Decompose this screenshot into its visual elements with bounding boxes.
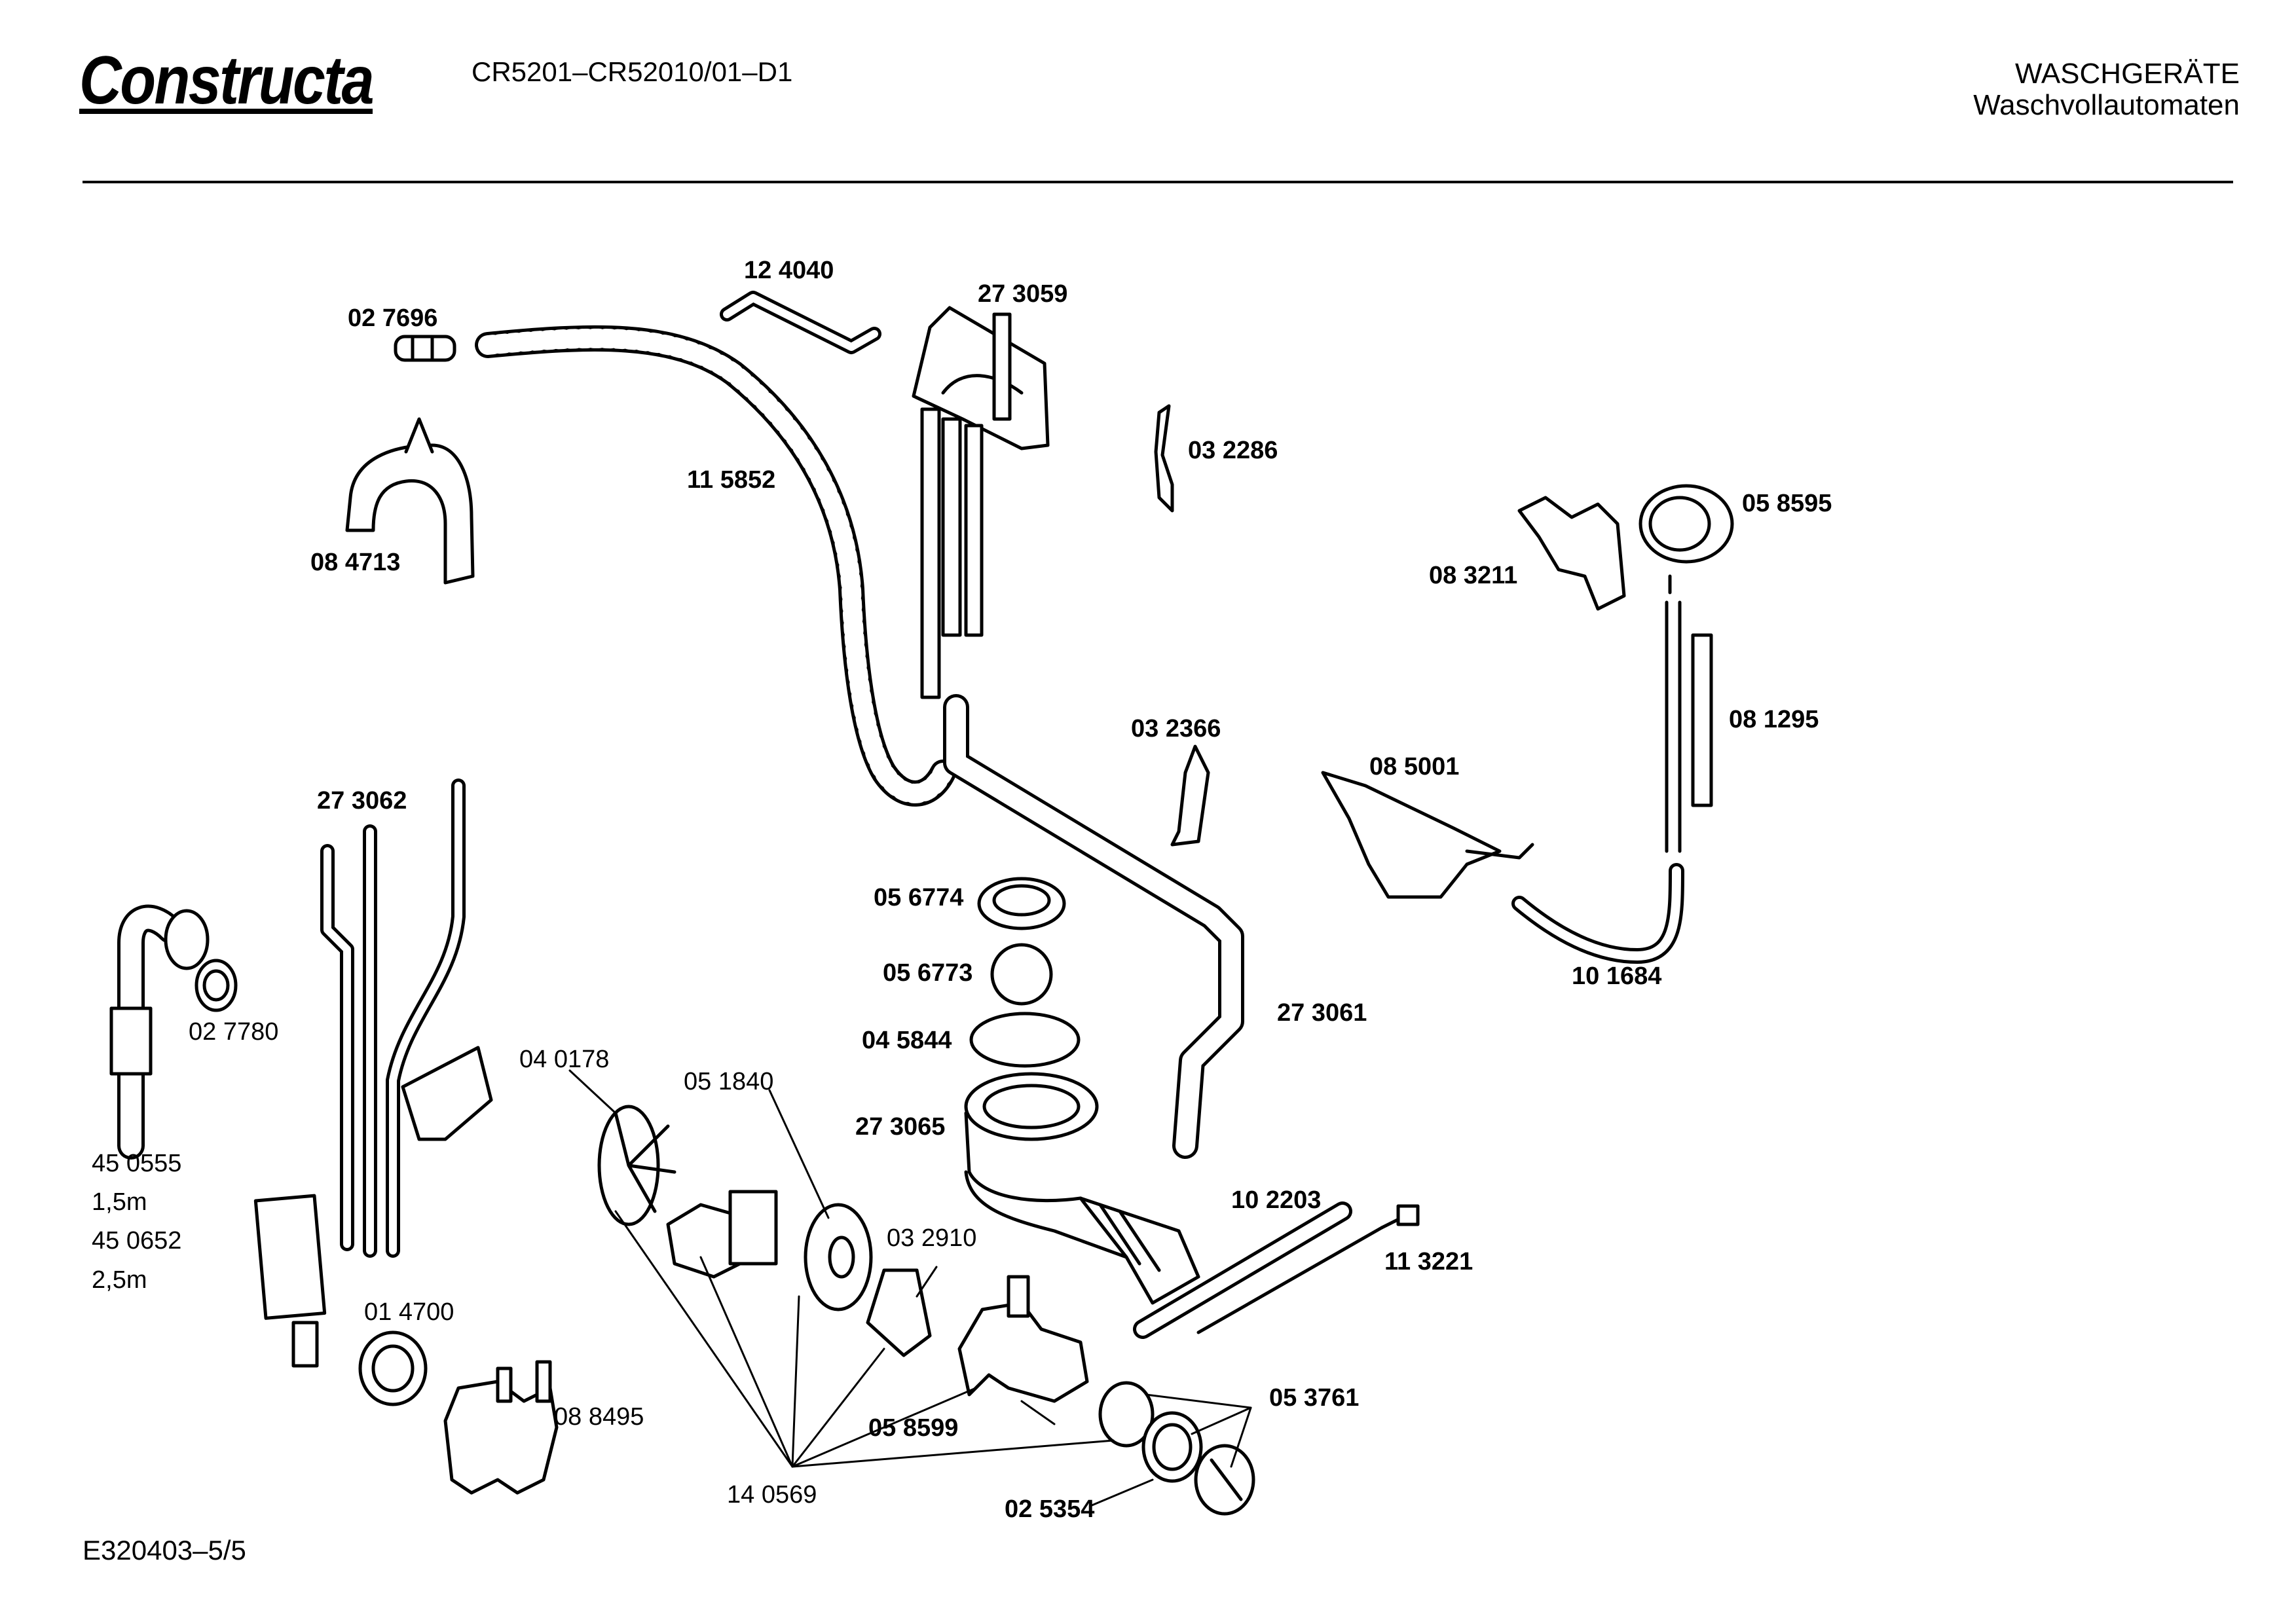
part-label: 11 3221 (1384, 1248, 1473, 1275)
part-label: 27 3062 (317, 787, 407, 815)
header-rule (83, 181, 2233, 183)
filter-part-014700 (358, 1330, 428, 1406)
part-label: 45 0652 (92, 1227, 182, 1255)
part-label: 10 2203 (1231, 1186, 1322, 1214)
part-label: 12 4040 (744, 257, 834, 284)
part-label: 08 3211 (1429, 562, 1518, 589)
inlet-part-273059 (912, 306, 1050, 699)
inlet-hose-450555 (109, 904, 210, 1160)
part-label: 05 8599 (868, 1414, 959, 1442)
tube-part-081295 (1691, 633, 1713, 807)
bracket-part-032286 (1154, 404, 1174, 513)
part-label: 08 8495 (554, 1403, 644, 1431)
pressure-switch-058595 (1639, 484, 1734, 595)
fan-part-040178 (597, 1105, 676, 1226)
part-label: 03 2286 (1188, 437, 1278, 464)
part-label: 14 0569 (727, 1481, 817, 1509)
part-label: 01 4700 (364, 1298, 454, 1326)
part-label: 03 2910 (887, 1224, 977, 1252)
filter-part-053761 (1098, 1381, 1255, 1516)
category-title: WASCHGERÄTE (2014, 58, 2240, 90)
part-label: 08 4713 (310, 549, 401, 576)
part-label: 05 6774 (874, 884, 964, 911)
sensor-part-085001 (1321, 771, 1502, 899)
constructa-logo: Constructa (79, 43, 375, 119)
ball-part-056773 (990, 943, 1053, 1006)
category-subtitle: Waschvollautomaten (1973, 89, 2240, 121)
svg-text:Constructa: Constructa (79, 43, 373, 119)
rod-part-113221 (1196, 1226, 1384, 1334)
part-label: 27 3065 (855, 1113, 946, 1141)
part-label: 27 3059 (978, 280, 1068, 308)
part-label: 2,5m (92, 1266, 147, 1294)
part-label: 05 8595 (1742, 490, 1832, 517)
part-label: 08 5001 (1369, 753, 1460, 780)
part-label: 02 5354 (1005, 1495, 1095, 1523)
part-label: 08 1295 (1729, 706, 1819, 733)
part-label: 27 3061 (1277, 999, 1367, 1027)
part-label: 02 7780 (189, 1018, 279, 1046)
cover-part-032910 (866, 1268, 932, 1357)
bracket-part-083211 (1517, 496, 1626, 611)
valve-part-088495 (443, 1360, 559, 1495)
plug-part-027696 (394, 335, 456, 362)
part-label: 02 7696 (348, 304, 438, 332)
part-label: 05 1840 (684, 1068, 774, 1095)
impeller-part-051840 (804, 1203, 873, 1311)
strainer-part-027780 (194, 959, 238, 1012)
corrugated-hose-115852 (475, 325, 956, 807)
tubes-part-273062 (320, 779, 466, 1258)
clamp-part-084713 (345, 443, 475, 585)
part-label: 45 0555 (92, 1150, 182, 1177)
part-label: 10 1684 (1572, 962, 1662, 990)
mounting-plate (253, 1194, 327, 1320)
bracket-plate (401, 1046, 493, 1141)
model-number: CR5201–CR52010/01–D1 (472, 56, 793, 87)
leader-lines (568, 1069, 1252, 1507)
part-label: 03 2366 (1131, 715, 1221, 742)
part-label: 1,5m (92, 1188, 147, 1216)
part-label: 04 0178 (519, 1046, 610, 1073)
part-label: 11 5852 (687, 466, 776, 494)
part-label: 05 3761 (1269, 1384, 1360, 1412)
pipe-part-273061 (943, 694, 1244, 1159)
clamp-ring-045844 (969, 1012, 1081, 1068)
tube-part-101684 (1511, 863, 1684, 964)
part-label: 05 6773 (883, 959, 973, 987)
part-label: 04 5844 (862, 1027, 952, 1054)
clip-part-032366 (1170, 744, 1210, 847)
sump-part-273065 (964, 1072, 1200, 1305)
document-id: E320403–5/5 (83, 1535, 246, 1566)
